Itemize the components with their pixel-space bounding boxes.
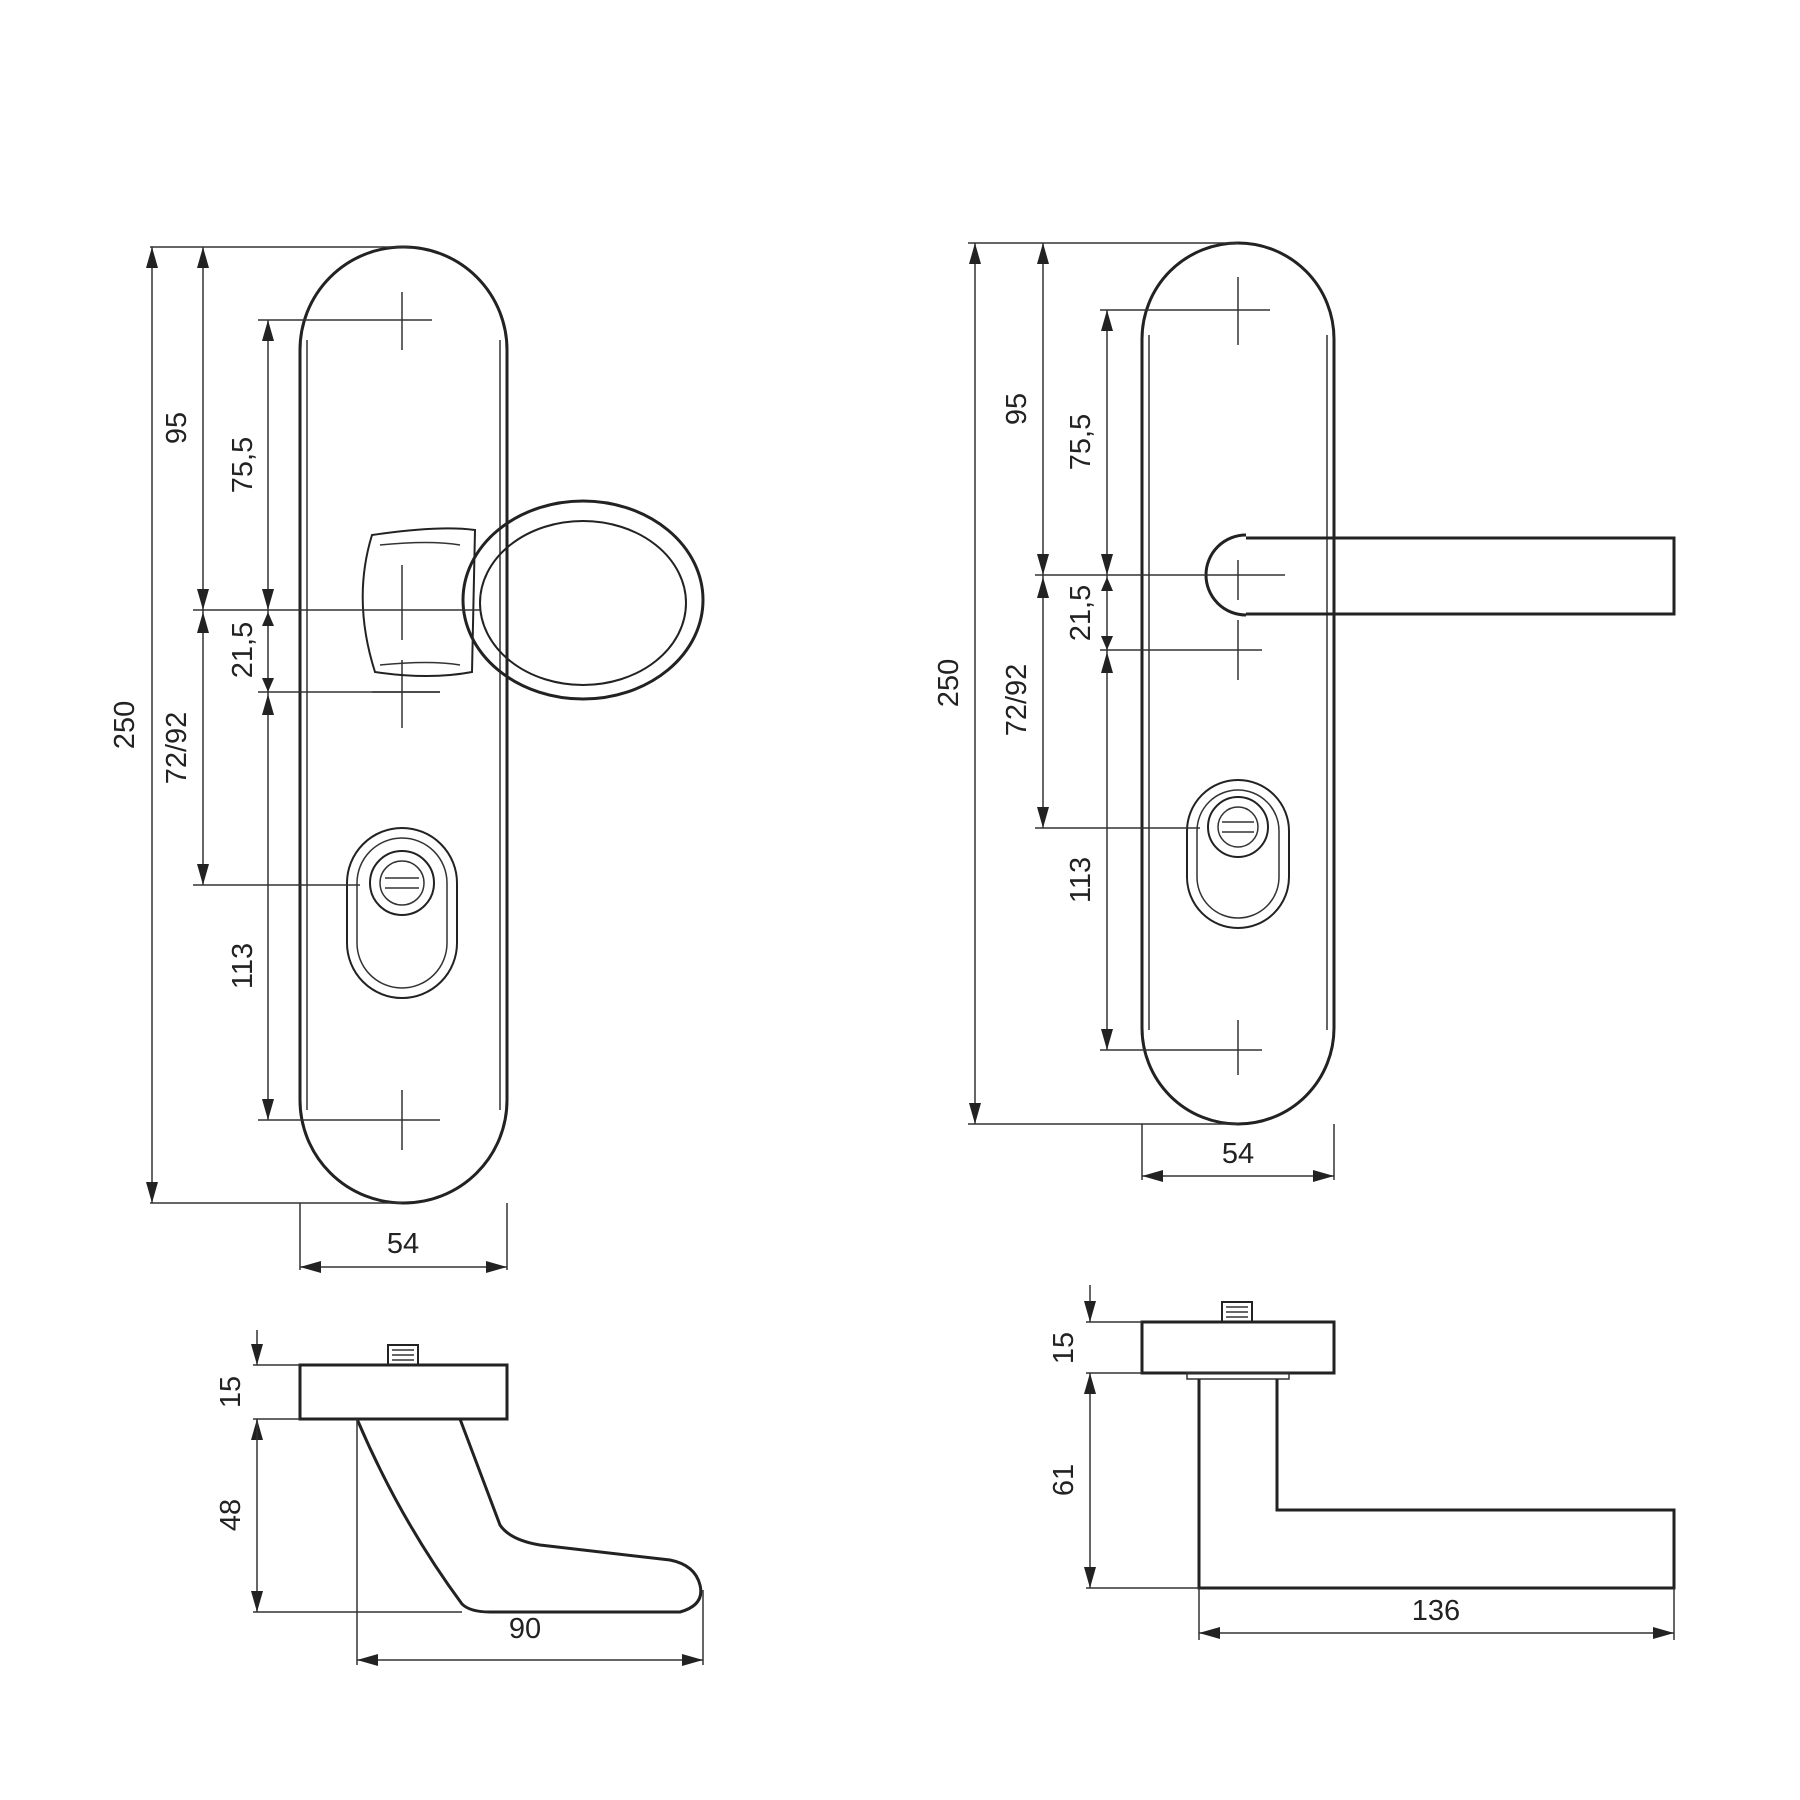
dim-spindle-to-screw: 21,5 xyxy=(1065,585,1097,641)
dim-screw-spacing: 113 xyxy=(227,943,259,989)
dim-lever-length: 136 xyxy=(1412,1595,1460,1627)
knob-side-spindle xyxy=(387,1344,419,1366)
cylinder-hole xyxy=(346,827,458,999)
dim-width: 54 xyxy=(1222,1138,1254,1170)
dim-screw-spacing: 113 xyxy=(1065,857,1097,903)
dim-top-to-spindle: 95 xyxy=(1001,393,1033,425)
dim-knob-length: 90 xyxy=(509,1613,541,1645)
screw-hole-mid xyxy=(372,660,440,728)
knob-backplate xyxy=(298,245,509,1205)
lever-side-view: 15 61 136 xyxy=(1048,1285,1676,1640)
door-knob xyxy=(461,499,705,701)
knob-side-plate xyxy=(298,1363,509,1421)
lever-side-spindle xyxy=(1221,1301,1253,1323)
knob-rose xyxy=(361,527,477,677)
lever-arm xyxy=(1246,536,1676,616)
dim-screw-to-spindle: 75,5 xyxy=(227,437,259,493)
dim-total-height: 250 xyxy=(109,701,141,749)
dim-plate-depth: 15 xyxy=(215,1376,247,1408)
dim-lever-projection: 61 xyxy=(1048,1464,1080,1496)
screw-hole-bottom xyxy=(372,1090,440,1150)
knob-side-profile xyxy=(355,1418,703,1614)
dim-plate-depth: 15 xyxy=(1048,1332,1080,1364)
lever-side-plate xyxy=(1140,1320,1336,1375)
lever-backplate xyxy=(1140,241,1336,1126)
cylinder-hole xyxy=(1186,779,1290,929)
knob-front-view: 250 95 72/92 75,5 21,5 113 54 xyxy=(109,245,705,1273)
dim-top-to-spindle: 95 xyxy=(161,412,193,444)
knob-side-view: 15 48 90 xyxy=(215,1330,704,1666)
screw-hole-top xyxy=(1205,277,1270,345)
screw-hole-top xyxy=(372,292,432,350)
dim-spindle-to-screw: 21,5 xyxy=(227,622,259,678)
dim-total-height: 250 xyxy=(933,659,965,707)
lever-front-view: 250 95 72/92 75,5 21,5 113 54 xyxy=(933,241,1676,1182)
lever-side-profile xyxy=(1197,1379,1676,1590)
screw-hole-bottom xyxy=(1205,1020,1262,1075)
screw-hole-mid xyxy=(1205,620,1262,680)
dim-knob-projection: 48 xyxy=(215,1499,247,1531)
dim-backset: 72/92 xyxy=(161,712,193,785)
dim-screw-to-spindle: 75,5 xyxy=(1065,414,1097,470)
dim-backset: 72/92 xyxy=(1001,664,1033,737)
dim-width: 54 xyxy=(387,1228,419,1260)
